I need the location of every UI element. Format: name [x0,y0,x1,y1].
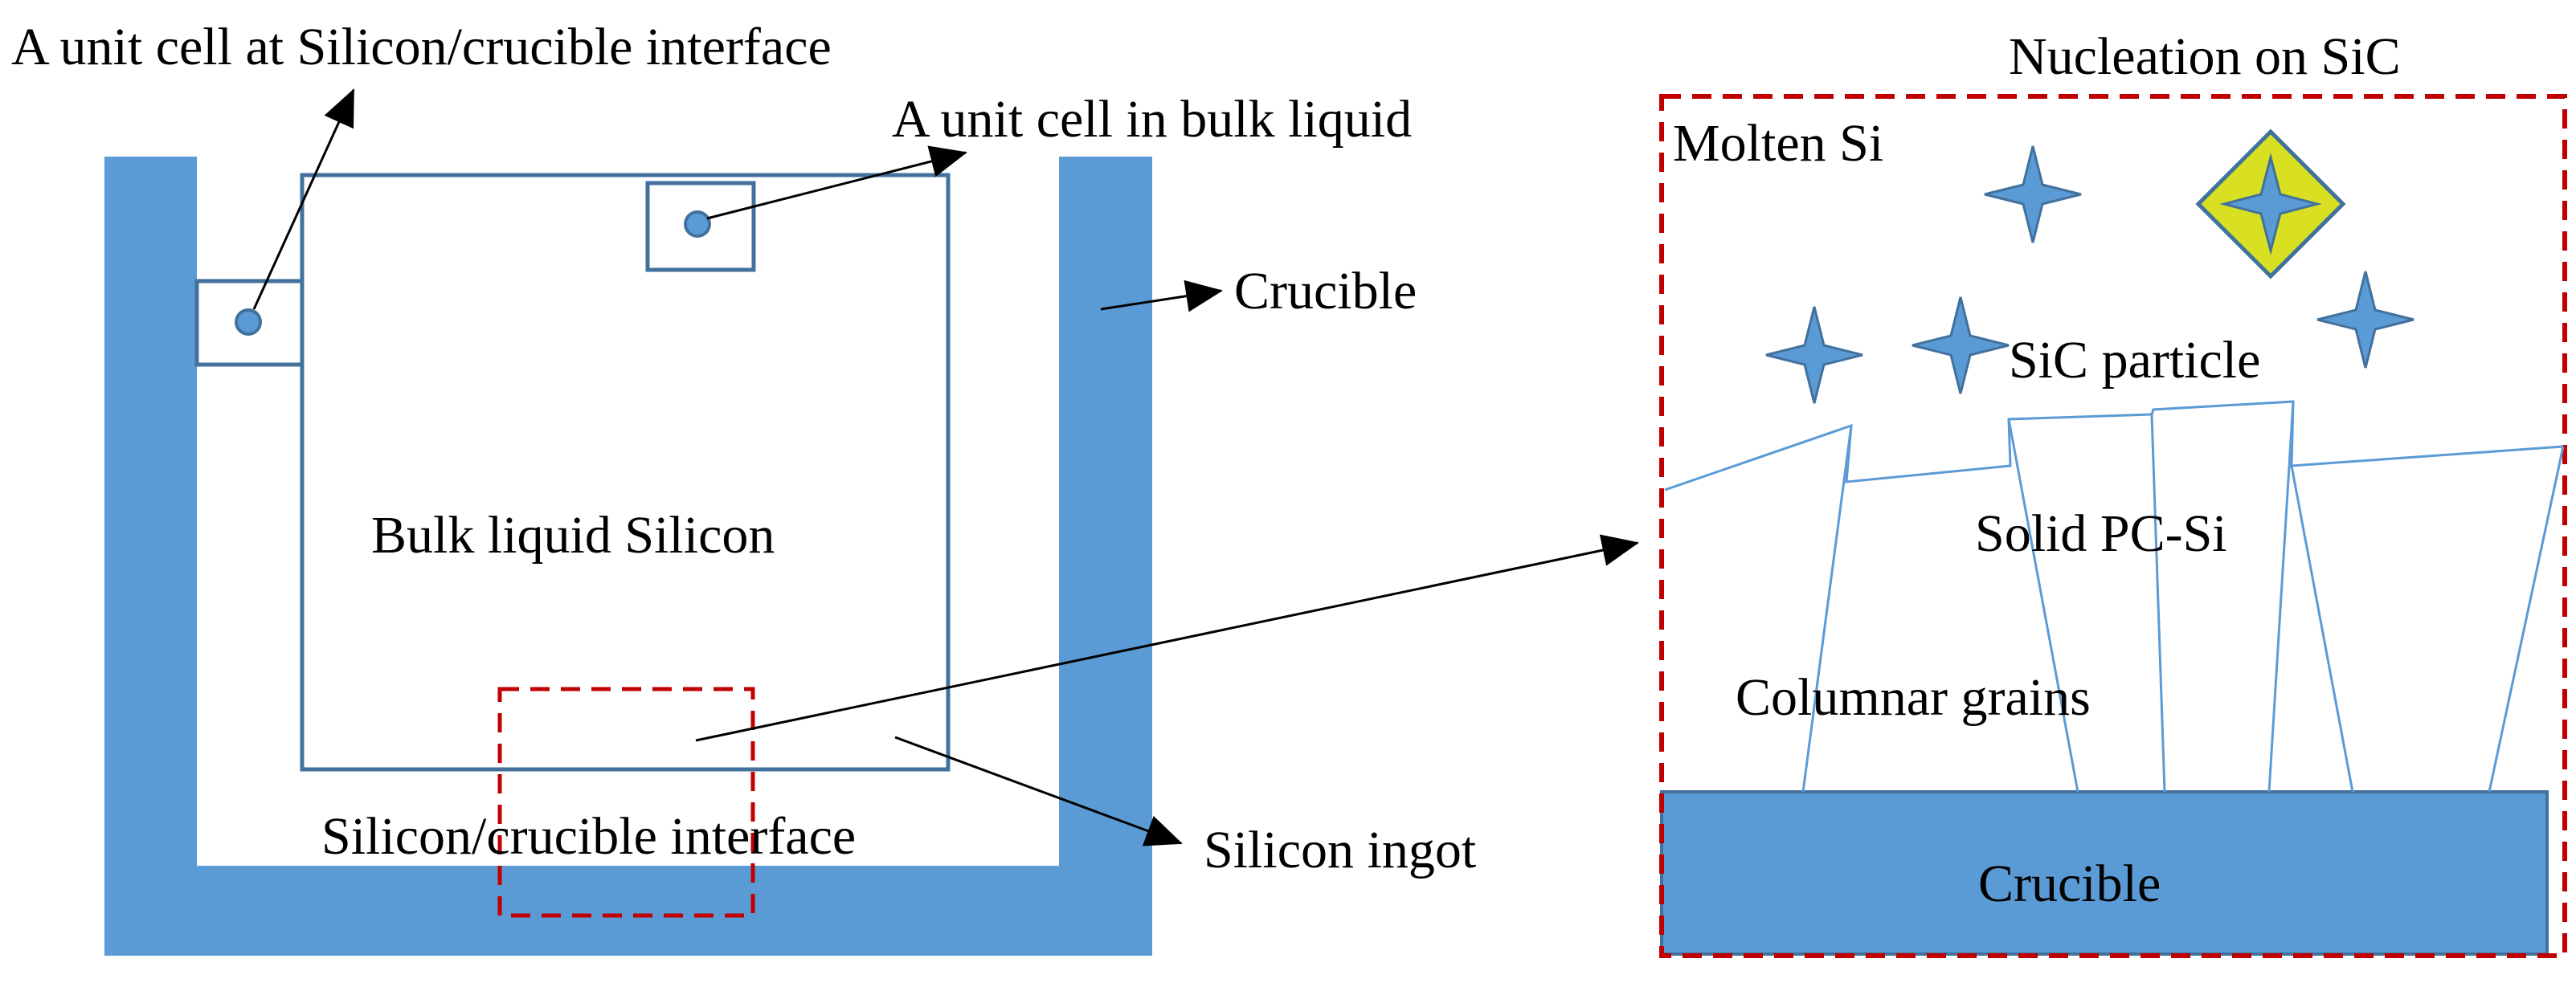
unit-cell-bulk-dot [684,210,711,238]
interface-region-dashed-box [497,687,755,918]
grain-boundary-4 [2267,401,2295,793]
label-bulk-liquid-silicon: Bulk liquid Silicon [371,506,775,565]
arrow-zoom-to-detail [695,534,1639,742]
grain-boundary-1 [1801,425,1853,793]
crucible-bar [1660,790,2549,956]
grain-boundary-5 [2290,465,2354,793]
label-silicon-crucible-interface: Silicon/crucible interface [321,807,856,866]
four-point-star-icon [1912,296,2010,394]
label-crucible-right: Crucible [1978,854,2161,913]
label-columnar-grains: Columnar grains [1736,668,2091,727]
label-silicon-ingot: Silicon ingot [1204,821,1476,879]
grain-boundary-6 [2488,446,2565,793]
grain-boundary-3 [2150,414,2166,793]
label-unit-cell-bulk: A unit cell in bulk liquid [892,90,1412,149]
four-point-star-icon [1984,145,2082,243]
grain-boundary-2 [2007,418,2079,793]
label-nucleation-on-sic: Nucleation on SiC [2009,27,2401,86]
silicon-ingot-outline [300,173,951,772]
four-point-star-icon [1765,306,1863,404]
solidification-front [1664,400,2564,491]
arrow-unit-cell-bulk [706,145,967,220]
four-point-star-icon [2316,271,2414,369]
label-solid-pc-si: Solid PC-Si [1975,504,2227,563]
detail-dashed-frame [1659,94,2567,958]
diamond-star-icon [2195,128,2346,279]
label-unit-cell-interface: A unit cell at Silicon/crucible interfac… [11,18,832,76]
left-diagram: A unit cell at Silicon/crucible interfac… [11,18,1639,956]
columnar-grain-lines [1664,400,2565,793]
arrow-unit-cell-interface [252,88,355,310]
sic-particles [1765,145,2414,404]
label-sic-particle: SiC particle [2009,331,2260,389]
arrow-crucible [1100,279,1223,312]
label-molten-si: Molten Si [1673,114,1883,173]
arrow-silicon-ingot [894,736,1183,846]
crucible-wall [104,157,1152,956]
label-crucible-left: Crucible [1234,262,1417,320]
unit-cell-interface-dot [235,308,262,336]
right-diagram: Nucleation on SiC Molten Si SiC particle… [1659,27,2567,958]
